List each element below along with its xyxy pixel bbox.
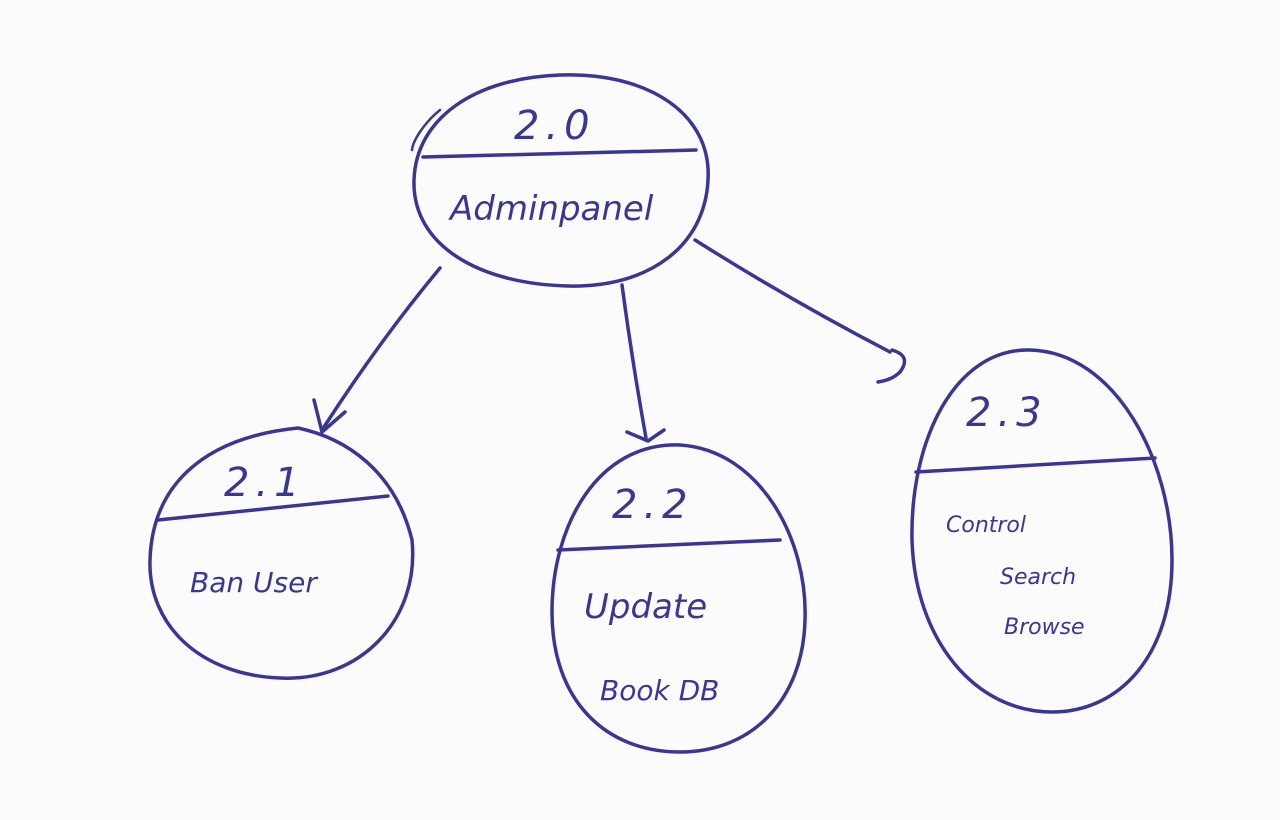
arrowhead-update-book-db (625, 428, 666, 443)
node-label-line-1: Update (584, 587, 707, 627)
node-number: 2.0 (514, 103, 596, 149)
arrowhead-ban-user (312, 398, 347, 434)
node-number: 2.2 (612, 482, 694, 528)
process-node-2-1: 2.1 Ban User (148, 426, 415, 680)
edges (312, 238, 907, 443)
node-divider (156, 494, 390, 522)
node-label-line-2: Book DB (600, 674, 719, 707)
node-stroke-tail (410, 108, 442, 152)
node-divider (914, 456, 1157, 474)
node-label-line-1: Adminpanel (448, 189, 654, 229)
node-divider (421, 148, 698, 159)
node-label-line-1: Control (946, 513, 1026, 538)
process-node-2-2: 2.2 Update Book DB (550, 443, 807, 754)
node-outline (148, 426, 415, 680)
node-label-line-2: Search (1000, 565, 1076, 590)
node-label-line-1: Ban User (190, 566, 318, 599)
edge-adminpanel-to-control-search-browse (693, 238, 892, 354)
node-outline (412, 73, 710, 288)
process-node-2-0: 2.0 Adminpanel (410, 73, 710, 288)
node-number: 2.3 (966, 390, 1048, 436)
edge-adminpanel-to-update-book-db (620, 283, 648, 440)
node-outline (550, 443, 807, 754)
process-node-2-3: 2.3 Control Search Browse (910, 348, 1174, 714)
node-number: 2.1 (224, 460, 306, 506)
node-label-line-3: Browse (1004, 615, 1085, 640)
node-divider (556, 538, 782, 552)
edge-adminpanel-to-ban-user (320, 266, 442, 432)
arrowhead-control-search-browse (876, 348, 907, 384)
